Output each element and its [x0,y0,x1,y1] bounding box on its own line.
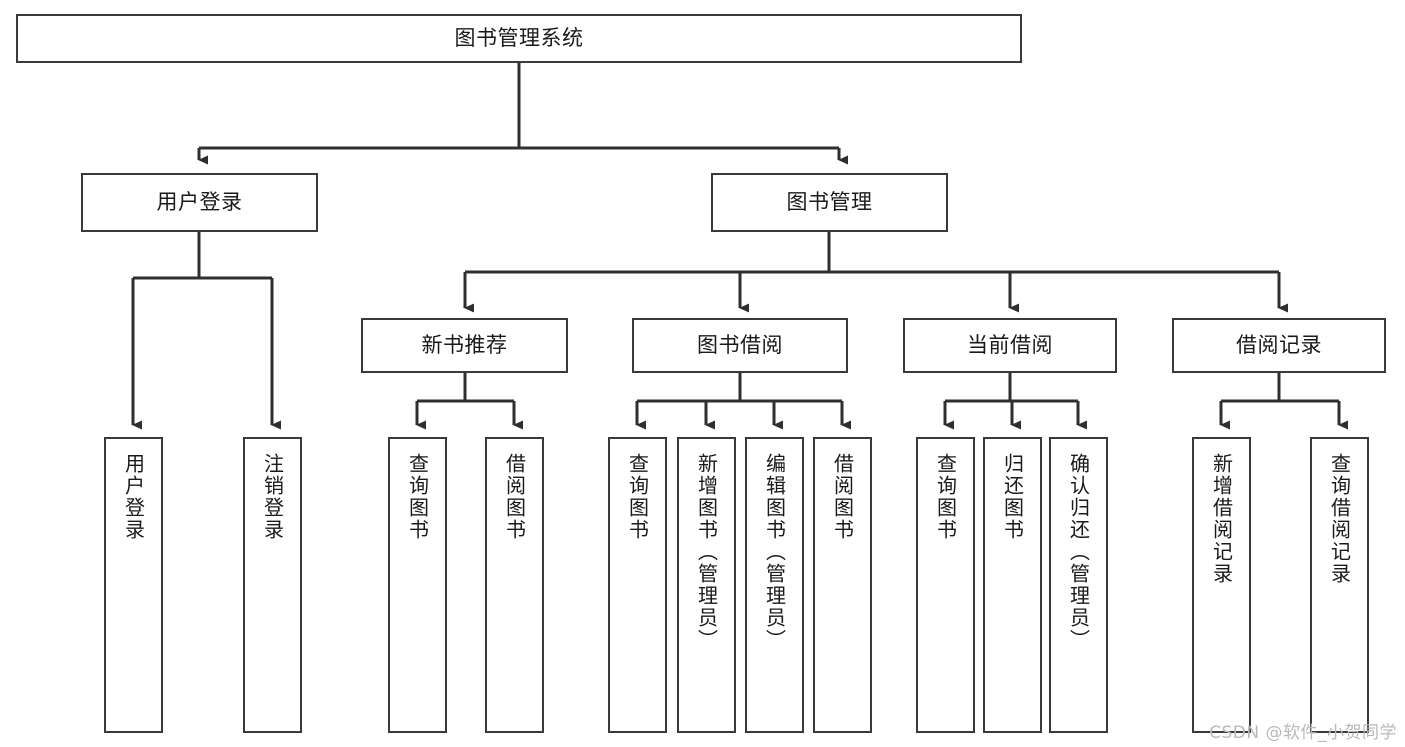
node-leaf-confirm-return-label: 确认归还（管理员） [1066,453,1091,651]
node-leaf-logout-label: 注销登录 [260,453,285,541]
node-root[interactable]: 图书管理系统 [16,14,1022,63]
csdn-watermark: CSDN @软件_小贺同学 [1209,723,1397,743]
node-book-borrow-label: 图书借阅 [697,332,783,357]
node-leaf-query-book-2-label: 查询图书 [625,453,650,541]
node-leaf-add-record[interactable]: 新增借阅记录 [1192,437,1251,733]
node-leaf-add-book[interactable]: 新增图书（管理员） [677,437,736,733]
node-leaf-query-book-2[interactable]: 查询图书 [608,437,667,733]
node-leaf-query-book-1-label: 查询图书 [405,453,430,541]
node-leaf-add-record-label: 新增借阅记录 [1209,453,1234,585]
node-leaf-borrow-book-1[interactable]: 借阅图书 [485,437,544,733]
node-leaf-user-login[interactable]: 用户登录 [104,437,163,733]
node-leaf-return-book-label: 归还图书 [1000,453,1025,541]
node-leaf-edit-book-label: 编辑图书（管理员） [762,453,787,651]
node-book-borrow[interactable]: 图书借阅 [632,318,848,373]
node-leaf-return-book[interactable]: 归还图书 [983,437,1042,733]
node-leaf-query-book-3-label: 查询图书 [933,453,958,541]
node-leaf-edit-book[interactable]: 编辑图书（管理员） [745,437,804,733]
node-leaf-confirm-return[interactable]: 确认归还（管理员） [1049,437,1108,733]
node-borrow-record-label: 借阅记录 [1236,332,1322,357]
node-leaf-query-record[interactable]: 查询借阅记录 [1310,437,1369,733]
node-root-label: 图书管理系统 [454,25,584,50]
node-borrow-record[interactable]: 借阅记录 [1172,318,1386,373]
node-leaf-query-book-1[interactable]: 查询图书 [388,437,447,733]
node-book-manage[interactable]: 图书管理 [711,173,948,232]
node-leaf-query-book-3[interactable]: 查询图书 [916,437,975,733]
node-leaf-user-login-label: 用户登录 [121,453,146,541]
node-new-book-recommend[interactable]: 新书推荐 [361,318,568,373]
node-leaf-logout[interactable]: 注销登录 [243,437,302,733]
node-current-borrow[interactable]: 当前借阅 [903,318,1117,373]
node-book-manage-label: 图书管理 [786,189,873,214]
node-leaf-borrow-book-2-label: 借阅图书 [830,453,855,541]
node-leaf-borrow-book-1-label: 借阅图书 [502,453,527,541]
node-current-borrow-label: 当前借阅 [967,332,1053,357]
node-user-login-label: 用户登录 [156,189,243,214]
node-new-book-recommend-label: 新书推荐 [421,332,508,357]
node-leaf-borrow-book-2[interactable]: 借阅图书 [813,437,872,733]
node-user-login[interactable]: 用户登录 [81,173,318,232]
node-leaf-add-book-label: 新增图书（管理员） [694,453,719,651]
node-leaf-query-record-label: 查询借阅记录 [1327,453,1352,585]
